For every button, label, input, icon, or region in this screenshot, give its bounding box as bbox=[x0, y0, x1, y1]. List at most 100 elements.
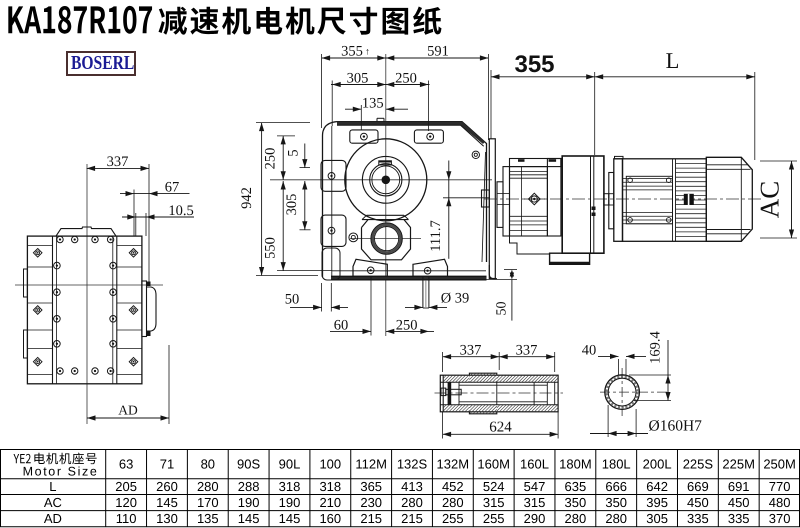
svg-text:770: 770 bbox=[769, 479, 791, 494]
svg-text:280: 280 bbox=[442, 495, 464, 510]
svg-text:L: L bbox=[49, 479, 56, 494]
svg-text:318: 318 bbox=[279, 479, 301, 494]
svg-text:691: 691 bbox=[728, 479, 750, 494]
svg-text:335: 335 bbox=[687, 511, 709, 526]
svg-text:Ø160H7: Ø160H7 bbox=[649, 418, 703, 435]
svg-text:337: 337 bbox=[107, 154, 129, 170]
svg-text:350: 350 bbox=[565, 495, 587, 510]
svg-text:305: 305 bbox=[284, 194, 300, 216]
svg-text:337: 337 bbox=[516, 343, 538, 359]
svg-text:Ø 39: Ø 39 bbox=[441, 291, 470, 307]
svg-text:190: 190 bbox=[279, 495, 301, 510]
svg-text:111.7: 111.7 bbox=[428, 220, 444, 252]
svg-text:100: 100 bbox=[319, 457, 341, 472]
svg-text:AC: AC bbox=[755, 181, 785, 219]
svg-text:135: 135 bbox=[362, 95, 384, 111]
svg-text:365: 365 bbox=[360, 479, 382, 494]
svg-text:80: 80 bbox=[201, 457, 215, 472]
svg-text:225S: 225S bbox=[683, 457, 714, 472]
svg-text:450: 450 bbox=[728, 495, 750, 510]
svg-text:335: 335 bbox=[728, 511, 750, 526]
svg-text:5: 5 bbox=[286, 149, 302, 156]
svg-text:315: 315 bbox=[483, 495, 505, 510]
svg-text:180M: 180M bbox=[559, 457, 592, 472]
svg-text:AD: AD bbox=[118, 403, 138, 418]
svg-text:280: 280 bbox=[197, 479, 219, 494]
svg-text:71: 71 bbox=[160, 457, 174, 472]
svg-text:90L: 90L bbox=[279, 457, 301, 472]
svg-text:642: 642 bbox=[646, 479, 668, 494]
svg-text:50: 50 bbox=[495, 302, 510, 316]
svg-text:288: 288 bbox=[238, 479, 260, 494]
svg-text:210: 210 bbox=[319, 495, 341, 510]
svg-text:40: 40 bbox=[582, 343, 597, 359]
svg-text:215: 215 bbox=[360, 511, 382, 526]
svg-text:318: 318 bbox=[319, 479, 341, 494]
svg-text:550: 550 bbox=[263, 237, 279, 259]
svg-text:10.5: 10.5 bbox=[168, 203, 193, 219]
svg-text:280: 280 bbox=[401, 495, 423, 510]
svg-text:145: 145 bbox=[156, 495, 178, 510]
svg-text:260: 260 bbox=[156, 479, 178, 494]
svg-text:160M: 160M bbox=[477, 457, 510, 472]
svg-text:63: 63 bbox=[119, 457, 133, 472]
svg-text:60: 60 bbox=[334, 317, 349, 333]
svg-text:Motor Size: Motor Size bbox=[23, 465, 99, 479]
svg-text:480: 480 bbox=[769, 495, 791, 510]
svg-text:50: 50 bbox=[285, 292, 300, 308]
svg-text:AC: AC bbox=[44, 495, 62, 510]
svg-text:160L: 160L bbox=[520, 457, 549, 472]
svg-text:942: 942 bbox=[239, 187, 255, 209]
svg-text:669: 669 bbox=[687, 479, 709, 494]
svg-text:450: 450 bbox=[687, 495, 709, 510]
svg-text:L: L bbox=[666, 48, 680, 73]
svg-text:250M: 250M bbox=[763, 457, 796, 472]
svg-text:169.4: 169.4 bbox=[648, 330, 664, 363]
svg-text:547: 547 bbox=[524, 479, 546, 494]
svg-text:190: 190 bbox=[238, 495, 260, 510]
svg-text:524: 524 bbox=[483, 479, 505, 494]
svg-text:180L: 180L bbox=[602, 457, 631, 472]
svg-text:130: 130 bbox=[156, 511, 178, 526]
svg-text:395: 395 bbox=[646, 495, 668, 510]
svg-text:591: 591 bbox=[427, 44, 449, 60]
svg-text:280: 280 bbox=[605, 511, 627, 526]
svg-text:290: 290 bbox=[524, 511, 546, 526]
svg-text:230: 230 bbox=[360, 495, 382, 510]
svg-text:624: 624 bbox=[489, 420, 512, 436]
svg-text:110: 110 bbox=[116, 511, 137, 526]
svg-text:635: 635 bbox=[565, 479, 587, 494]
svg-text:255: 255 bbox=[483, 511, 505, 526]
svg-text:200L: 200L bbox=[643, 457, 672, 472]
svg-text:170: 170 bbox=[197, 495, 219, 510]
svg-text:120: 120 bbox=[115, 495, 137, 510]
svg-text:225M: 225M bbox=[722, 457, 755, 472]
svg-text:355: 355 bbox=[514, 51, 554, 78]
svg-text:337: 337 bbox=[460, 343, 482, 359]
svg-text:250: 250 bbox=[263, 148, 279, 170]
svg-text:350: 350 bbox=[605, 495, 627, 510]
svg-text:67: 67 bbox=[165, 180, 180, 196]
svg-text:413: 413 bbox=[401, 479, 423, 494]
svg-text:370: 370 bbox=[769, 511, 791, 526]
svg-text:215: 215 bbox=[401, 511, 423, 526]
svg-text:90S: 90S bbox=[237, 457, 260, 472]
svg-text:AD: AD bbox=[44, 511, 62, 526]
svg-text:↑: ↑ bbox=[365, 48, 370, 58]
svg-text:132M: 132M bbox=[437, 457, 470, 472]
svg-text:305: 305 bbox=[347, 71, 369, 87]
svg-text:112M: 112M bbox=[355, 457, 387, 472]
svg-text:255: 255 bbox=[442, 511, 464, 526]
svg-text:452: 452 bbox=[442, 479, 464, 494]
svg-text:132S: 132S bbox=[397, 457, 428, 472]
svg-text:160: 160 bbox=[319, 511, 341, 526]
svg-text:355: 355 bbox=[341, 44, 363, 60]
svg-text:315: 315 bbox=[524, 495, 546, 510]
svg-text:305: 305 bbox=[646, 511, 668, 526]
svg-text:145: 145 bbox=[279, 511, 301, 526]
svg-text:205: 205 bbox=[115, 479, 137, 494]
svg-text:250: 250 bbox=[395, 71, 417, 87]
svg-text:145: 145 bbox=[238, 511, 260, 526]
svg-text:250: 250 bbox=[396, 317, 418, 333]
svg-text:666: 666 bbox=[605, 479, 627, 494]
